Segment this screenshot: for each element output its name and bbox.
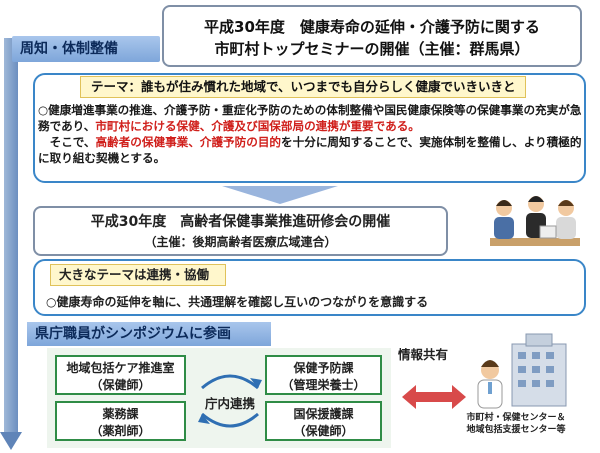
- department-health-prevention: 保健予防課 （管理栄養士）: [265, 355, 382, 395]
- seminar2-title-main: 平成30年度 高齢者保健事業推進研修会の開催: [90, 214, 391, 230]
- dept4-name: 国保援護課: [293, 407, 354, 421]
- seminar2-title: 平成30年度 高齢者保健事業推進研修会の開催 （主催：後期高齢者医療広域連合）: [33, 206, 448, 256]
- p1-highlight: 市町村における保健、介護及び国保部局の連携が重要である。: [95, 119, 420, 133]
- department-insurance: 国保援護課 （保健師）: [265, 401, 382, 441]
- dept3-role: （管理栄養士）: [281, 378, 366, 392]
- municipality-line1: 市町村・保健センター＆: [466, 413, 566, 423]
- seminar1-title-line2: 市町村トップセミナーの開催（主催：群馬県）: [214, 40, 530, 58]
- department-pharmacy: 薬務課 （薬剤師）: [55, 401, 186, 441]
- symposium-tag: 県庁職員がシンポジウムに参画: [27, 322, 271, 346]
- info-share-label: 情報共有: [398, 347, 449, 362]
- dept1-name: 地域包括ケア推進室: [66, 361, 175, 375]
- timeline-arrow-head: [0, 432, 22, 450]
- p2-text-start: そこで、: [38, 135, 96, 149]
- municipality-line2: 地域包括支援センター等: [466, 425, 566, 435]
- p2-highlight: 高齢者の保健事業、介護予防の目的: [95, 135, 282, 149]
- city-building-icon: [477, 333, 567, 409]
- double-arrow-icon: [402, 385, 466, 409]
- cycle-arrows-icon: [198, 374, 262, 428]
- department-community-care: 地域包括ケア推進室 （保健師）: [55, 355, 186, 395]
- dept4-role: （保健師）: [293, 424, 354, 438]
- timeline-arrow-shaft: [4, 38, 18, 434]
- dept3-name: 保健予防課: [293, 361, 354, 375]
- down-arrow: [222, 186, 338, 204]
- seminar2-subtitle: （主催：後期高齢者医療広域連合）: [144, 235, 337, 249]
- dept1-role: （保健師）: [90, 378, 151, 392]
- seminar1-paragraph2: そこで、高齢者の保健事業、介護予防の目的を十分に周知することで、実施体制を整備し…: [38, 134, 583, 166]
- seminar1-theme: テーマ：誰もが住み慣れた地域で、いつまでも自分らしく健康でいきいきと: [80, 76, 526, 98]
- seminar1-title-line1: 平成30年度 健康寿命の延伸・介護予防に関する: [204, 18, 540, 36]
- seminar2-bullet: ○健康寿命の延伸を軸に、共通理解を確認し互いのつながりを意識する: [46, 295, 429, 309]
- dept2-role: （薬剤師）: [90, 424, 151, 438]
- dept2-name: 薬務課: [102, 407, 139, 421]
- p2-text-end: を十分に周知することで、実施体制を整備し、より積極的に取り組む契機とする。: [38, 135, 582, 165]
- seminar1-title: 平成30年度 健康寿命の延伸・介護予防に関する 市町村トップセミナーの開催（主催…: [162, 5, 582, 67]
- seminar1-paragraph1: ○健康増進事業の推進、介護予防・重症化予防のための体制整備や国民健康保険等の保健…: [38, 102, 583, 134]
- internal-collaboration-label: 庁内連携: [204, 396, 255, 411]
- p1-text: ○健康増進事業の推進、介護予防・重症化予防のための体制整備や国民健康保険等の保健…: [38, 103, 582, 133]
- seminar2-theme: 大きなテーマは連携・協働: [50, 264, 226, 286]
- announce-tag: 周知・体制整備: [12, 36, 160, 62]
- municipality-label: 市町村・保健センター＆ 地域包括支援センター等: [436, 412, 596, 436]
- seminar1-description: ○健康増進事業の推進、介護予防・重症化予防のための体制整備や国民健康保険等の保健…: [38, 102, 583, 166]
- meeting-people-icon: [490, 196, 580, 246]
